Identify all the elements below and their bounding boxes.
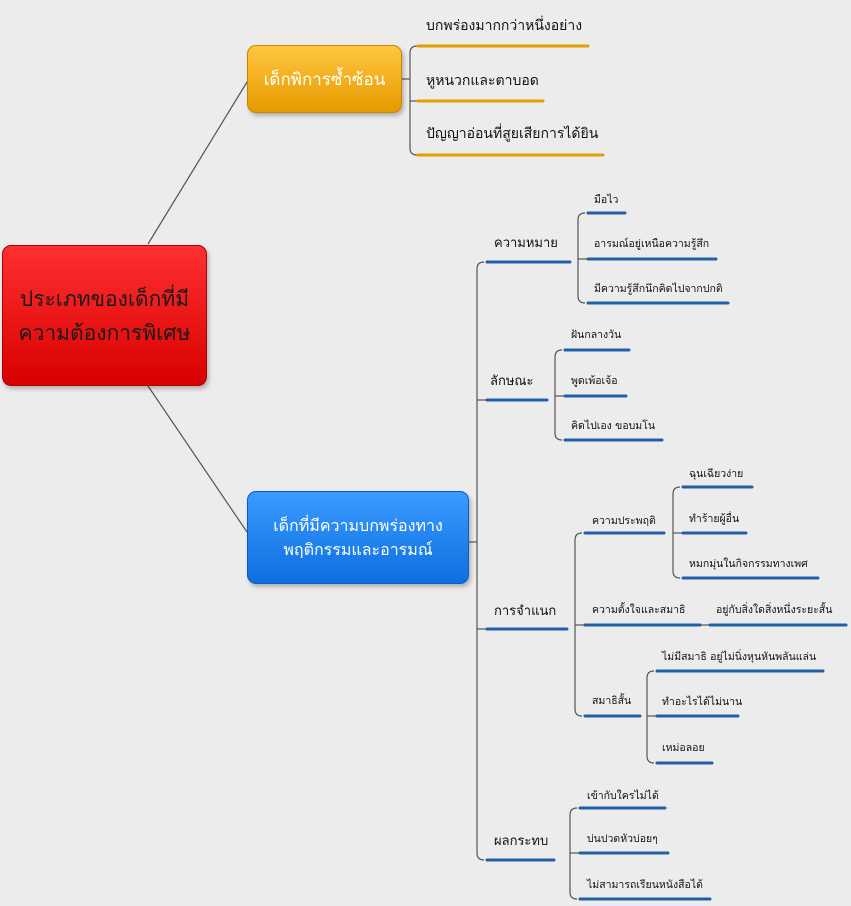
root-to-orange-connector: [147, 81, 248, 245]
short-attention-item-3: เหม่อลอย: [662, 742, 705, 754]
short-attention-item-1: ไม่มีสมาธิ อยู่ไม่นิ่งหุนหันพลันแล่น: [662, 651, 817, 663]
meaning-bracket: [577, 212, 586, 304]
classification-topic: การจำแนก: [494, 604, 557, 619]
impact-item-2: บ่นปวดหัวบ่อยๆ: [587, 833, 658, 845]
traits-bracket: [554, 349, 563, 441]
behavior-subtopic: ความประพฤติ: [592, 515, 656, 527]
short-attention-bracket: [646, 670, 655, 764]
attention-item-1: อยู่กับสิ่งใดสิ่งหนึ่งระยะสั้น: [716, 604, 833, 616]
multiple-disabilities-item-3: ปัญญาอ่อนที่สูยเสียการได้ยิน: [426, 126, 599, 142]
meaning-item-3: มีความรู้สึกนึกคิดไปจากปกติ: [594, 283, 723, 295]
behavioral-emotional-label: เด็กที่มีความบกพร่องทางพฤติกรรมและอารมณ์: [273, 515, 443, 559]
multiple-disabilities-item-2: หูหนวกและตาบอด: [426, 73, 539, 89]
impact-topic: ผลกระทบ: [494, 834, 549, 849]
traits-item-3: คิดไปเอง ขอบมโน: [571, 420, 656, 432]
attention-subtopic: ความตั้งใจและสมาธิ: [592, 604, 686, 616]
behavior-item-2: ทำร้ายผู้อื่น: [689, 513, 740, 525]
impact-item-3: ไม่สามารถเรียนหนังสือได้: [587, 879, 703, 891]
traits-item-2: พูดเพ้อเจ้อ: [571, 375, 618, 387]
impact-item-1: เข้ากับใครไม่ได้: [587, 790, 659, 802]
meaning-topic: ความหมาย: [494, 236, 558, 251]
traits-topic: ลักษณะ: [490, 374, 534, 389]
short-attention-subtopic: สมาธิสั้น: [592, 695, 632, 707]
meaning-item-2: อารมณ์อยู่เหนือความรู้สึก: [594, 238, 710, 250]
root-label: ประเภทของเด็กที่มีความต้องการพิเศษ: [18, 286, 191, 345]
multiple-disabilities-item-1: บกพร่องมากกว่าหนึ่งอย่าง: [426, 18, 583, 34]
meaning-item-1: มือไว: [594, 194, 619, 206]
multiple-disabilities-node[interactable]: เด็กพิการซ้ำซ้อน: [247, 45, 402, 113]
short-attention-item-2: ทำอะไรได้ไม่นาน: [662, 696, 743, 708]
root-node[interactable]: ประเภทของเด็กที่มีความต้องการพิเศษ: [2, 245, 207, 386]
blue-topics-bracket: [476, 261, 485, 861]
traits-item-1: ฝันกลางวัน: [571, 329, 622, 341]
multiple-disabilities-label: เด็กพิการซ้ำซ้อน: [263, 69, 386, 90]
behavior-item-3: หมกมุ่นในกิจกรรมทางเพศ: [689, 558, 808, 570]
behavior-item-1: ฉุนเฉียวง่าย: [689, 468, 744, 480]
root-to-blue-connector: [147, 385, 248, 533]
behavioral-emotional-node[interactable]: เด็กที่มีความบกพร่องทางพฤติกรรมและอารมณ์: [247, 491, 469, 584]
